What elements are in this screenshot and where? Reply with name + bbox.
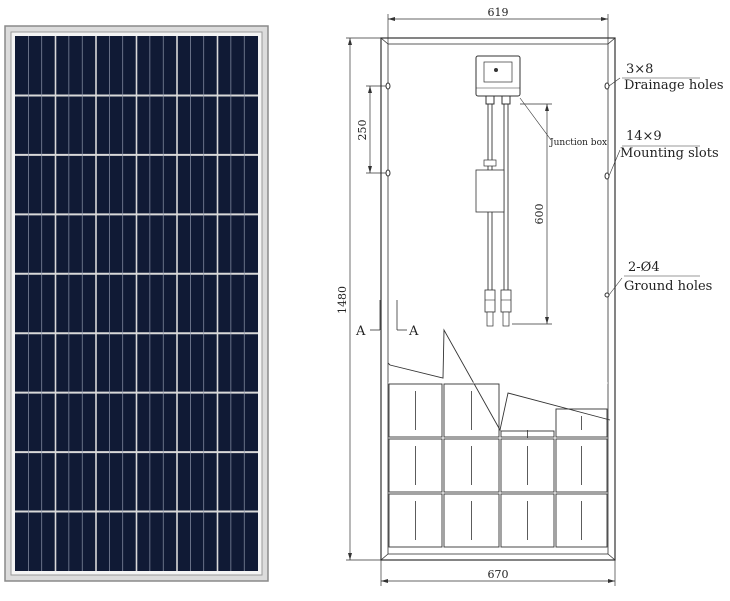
- ground-label: Ground holes: [624, 279, 712, 294]
- drainage-label: Drainage holes: [624, 78, 724, 93]
- cutaway-cells: [387, 328, 611, 432]
- junction-box-label: Junction box: [549, 138, 607, 148]
- cell-grid: [15, 36, 258, 571]
- dim-top-width: 619: [488, 6, 509, 19]
- dim-bottom-width: 670: [488, 568, 509, 581]
- panel-back-view: [346, 14, 700, 586]
- back-inner-frame: [387, 43, 609, 555]
- section-mark-left: A: [355, 324, 366, 339]
- panel-front-view: [4, 25, 269, 582]
- cables: [475, 104, 512, 327]
- revealed-cell-grid: [388, 383, 608, 548]
- dim-height: 1480: [336, 286, 349, 314]
- mounting-size-label: 14×9: [626, 129, 662, 144]
- drainage-size-label: 3×8: [626, 62, 653, 77]
- back-outer-frame: [380, 37, 616, 561]
- mounting-label: Mounting slots: [620, 146, 719, 161]
- ground-size-label: 2-Ø4: [628, 260, 660, 275]
- dim-cable-length: 600: [533, 204, 546, 225]
- section-mark-right: A: [408, 324, 419, 339]
- junction-box: [475, 55, 521, 105]
- dim-upper-offset: 250: [356, 120, 369, 141]
